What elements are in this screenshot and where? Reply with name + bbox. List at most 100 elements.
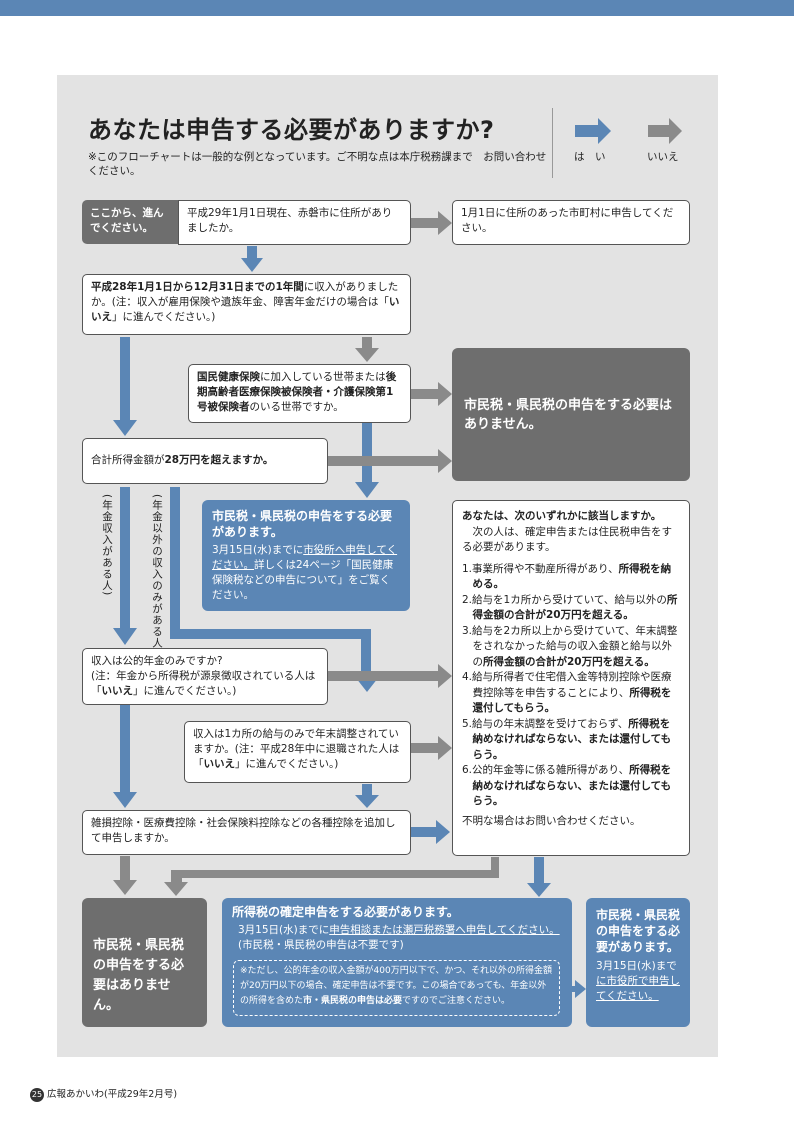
checklist-item-text: 公的年金等に係る雑所得があり、 <box>472 764 630 776</box>
need-detail: 詳しくは24ページ「国民健康保険税などの申告について」をご覧ください。 <box>212 559 394 601</box>
checklist-item-bold: 所得税を納める。 <box>472 562 672 591</box>
checklist-item-number: 4. <box>462 671 473 683</box>
question-deductions: 雑損控除・医療費控除・社会保険料控除などの各種控除を追加して申告しますか。 <box>82 810 411 855</box>
arrow-no <box>411 736 452 760</box>
arrow-no <box>355 337 379 362</box>
flowchart-note: ※このフローチャートは一般的な例となっています。ご不明な点は本庁税務課まで お問… <box>88 151 547 177</box>
result-need-1: 市民税・県民税の申告をする必要があります。 3月15日(水)までに市役所へ申告し… <box>202 500 410 611</box>
checklist-item-bold: 所得税を還付してもらう。 <box>472 686 672 715</box>
arrow-no <box>411 382 452 406</box>
pension-note-end: 」に進んでください。) <box>133 685 237 697</box>
label-pension: (年金収入がある人) <box>101 494 113 597</box>
insurance-koki: 後期高齢者医療保険被保険者・介護保険第1号被保険者 <box>197 371 397 413</box>
total-income-amount: 28万円を超えますか。 <box>164 454 274 466</box>
legend-yes-label: は い <box>574 151 606 163</box>
kakutei-office: 申告相談または瀬戸税務署へ申告してください。 <box>329 924 560 936</box>
checklist-box: あなたは、次のいずれかに該当しますか。 次の人は、確定申告または住民税申告をする… <box>452 500 690 856</box>
arrow-yes <box>113 487 137 645</box>
income-text: に収入がありましたか。(注：収入が雇用保険や遺族年金、障害年金だけの場合は「 <box>91 281 399 308</box>
checklist-item: 3.給与を2カ所以上から受けていて、年末調整をされなかった給与の収入金額と給与以… <box>462 624 680 671</box>
question-insurance: 国民健康保険に加入している世帯または後期高齢者医療保険被保険者・介護保険第1号被… <box>188 364 411 423</box>
shimin-title: 市民税・県民税の申告をする必要があります。 <box>596 908 681 954</box>
no-label: いいえ <box>203 758 236 770</box>
kakutei-note: ※ただし、公的年金の収入金額が400万円以下で、かつ、それ以外の所得金額が20万… <box>233 960 560 1016</box>
legend-no-arrow <box>648 118 682 144</box>
arrow-yes <box>355 784 379 808</box>
checklist-intro: 次の人は、確定申告または住民税申告をする必要があります。 <box>462 525 672 554</box>
arrow-yes <box>411 820 450 844</box>
checklist-item: 2.給与を1カ所から受けていて、給与以外の所得金額の合計が20万円を超える。 <box>462 593 680 624</box>
legend-yes-arrow <box>575 118 611 144</box>
checklist-item-text: 給与を2カ所以上から受けていて、年末調整をされなかった給与の収入金額と給与以外の <box>472 624 678 668</box>
checklist-item-text: 事業所得や不動産所得があり、 <box>472 562 619 575</box>
kakutei-note-end: ですのでご注意ください。 <box>402 996 511 1006</box>
publication-name: 広報あかいわ(平成29年2月号) <box>47 1089 178 1100</box>
checklist-item-number: 3. <box>462 624 473 637</box>
question-total-income: 合計所得金額が28万円を超えますか。 <box>82 438 328 484</box>
salary-text: 収入は1カ所の給与のみで年末調整されていますか。(注：平成28年中に退職された人… <box>193 728 400 770</box>
arrow-no <box>113 856 137 895</box>
insurance-text: に加入している世帯または <box>260 371 386 383</box>
no-label: いいえ <box>101 685 134 697</box>
checklist-item-text: 給与を1カ所から受けていて、給与以外の <box>472 593 667 606</box>
kakutei-paren: (市民税・県民税の申告は不要です) <box>238 939 404 951</box>
income-period: 平成28年1月1日から12月31日までの1年間 <box>91 281 304 293</box>
kakutei-title: 所得税の確定申告をする必要があります。 <box>232 905 459 919</box>
legend-no-label: いいえ <box>647 151 679 163</box>
page-number: 25 <box>30 1088 44 1102</box>
insurance-text-end: のいる世帯ですか。 <box>249 401 344 413</box>
arrow-yes <box>527 857 551 897</box>
checklist-item-number: 1. <box>462 562 473 575</box>
page-title: あなたは申告する必要がありますか? <box>88 116 495 144</box>
checklist-items: 1.事業所得や不動産所得があり、所得税を納める。2.給与を1カ所から受けていて、… <box>462 562 680 810</box>
total-income-text: 合計所得金額が <box>91 454 165 466</box>
need-office: 市役所へ申告してください。 <box>212 544 398 571</box>
pension-note: (注：年金から所得税が源泉徴収されている人は「 <box>91 670 316 697</box>
label-non-pension: (年金以外の収入のみがある人) <box>151 494 163 654</box>
need-date: 3月15日(水)までに <box>212 544 304 556</box>
arrow-yes <box>113 337 137 436</box>
question-pension-only: 収入は公的年金のみですか? (注：年金から所得税が源泉徴収されている人は「いいえ」… <box>82 648 328 705</box>
need-title: 市民税・県民税の申告をする必要があります。 <box>212 509 393 539</box>
arrow-yes <box>560 980 586 998</box>
question-salary: 収入は1カ所の給与のみで年末調整されていますか。(注：平成28年中に退職された人… <box>184 721 411 783</box>
question-income: 平成28年1月1日から12月31日までの1年間に収入がありましたか。(注：収入が… <box>82 274 411 335</box>
checklist-item-bold: 所得税を納めなければならない、または還付してもらう。 <box>472 717 672 761</box>
kakutei-note-bold: 市・県民税の申告は必要 <box>303 996 403 1006</box>
checklist-item-text: 給与所得者で住宅借入金等特別控除や医療費控除等を申告することにより、 <box>472 671 672 699</box>
result-no-need-2: 市民税・県民税の申告をする必要はありません。 <box>82 898 207 1027</box>
income-text-end: 」に進んでください。) <box>112 311 216 323</box>
divider <box>552 108 553 178</box>
checklist-item: 4.給与所得者で住宅借入金等特別控除や医療費控除等を申告することにより、所得税を… <box>462 670 680 717</box>
result-shimin: 市民税・県民税の申告をする必要があります。 3月15日(水)までに市役所で申告し… <box>586 898 690 1027</box>
result-no-need-1: 市民税・県民税の申告をする必要はありません。 <box>452 348 690 481</box>
checklist-item-bold: 所得税を納めなければならない、または還付してもらう。 <box>472 764 672 807</box>
arrow-yes <box>241 246 263 272</box>
checklist-item: 6.公的年金等に係る雑所得があり、所得税を納めなければならない、または還付しても… <box>462 763 680 810</box>
question-residence: 平成29年1月1日現在、赤磐市に住所がありましたか。 <box>178 200 411 245</box>
checklist-footer: 不明な場合はお問い合わせください。 <box>462 814 641 827</box>
insurance-kokuho: 国民健康保険 <box>197 371 260 383</box>
checklist-item-bold: 所得金額の合計が20万円を超える。 <box>483 655 655 668</box>
result-other-city: 1月1日に住所のあった市町村に申告してください。 <box>452 200 690 245</box>
checklist-item-number: 2. <box>462 593 473 606</box>
arrow-no <box>328 449 452 473</box>
shimin-date: 3月15日(水)まで <box>596 960 677 972</box>
checklist-item: 1.事業所得や不動産所得があり、所得税を納める。 <box>462 562 680 593</box>
arrow-yes <box>113 700 137 808</box>
salary-text-end: 」に進んでください。) <box>235 758 339 770</box>
checklist-item-number: 6. <box>462 764 473 776</box>
start-tag: ここから、進んでください。 <box>82 200 178 244</box>
kakutei-date: 3月15日(水)までに <box>238 924 330 936</box>
no-label: いいえ <box>91 296 400 323</box>
top-bar <box>0 0 794 16</box>
checklist-title: あなたは、次のいずれかに該当しますか。 <box>462 510 662 522</box>
pension-question: 収入は公的年金のみですか? <box>91 655 223 667</box>
checklist-item-number: 5. <box>462 717 473 730</box>
arrow-no <box>328 664 452 688</box>
shimin-office: に市役所で申告してください。 <box>596 975 680 1002</box>
checklist-item-bold: 所得金額の合計が20万円を超える。 <box>472 593 678 622</box>
arrow-no <box>164 857 499 896</box>
